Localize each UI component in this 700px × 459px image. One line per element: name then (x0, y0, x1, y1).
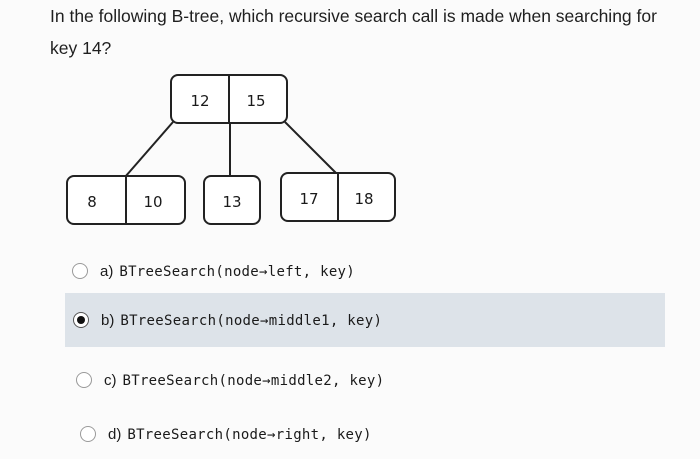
radio-d[interactable] (80, 426, 96, 442)
option-d[interactable]: d) BTreeSearch(node→right, key) (76, 409, 372, 459)
radio-c[interactable] (76, 372, 92, 388)
root-node: 12 15 (170, 74, 288, 124)
right-child-node: 17 18 (280, 172, 396, 222)
middle-key-1: 13 (222, 193, 241, 211)
right-key-1: 17 (299, 190, 318, 208)
option-c-code: BTreeSearch(node→middle2, key) (122, 372, 385, 389)
root-key-1: 12 (190, 92, 209, 110)
question-text: In the following B-tree, which recursive… (50, 6, 657, 58)
radio-a[interactable] (72, 263, 88, 279)
option-a-letter: a) (100, 262, 114, 280)
option-d-code: BTreeSearch(node→right, key) (127, 426, 372, 443)
left-key-2: 10 (143, 193, 162, 211)
root-key-2: 15 (246, 92, 265, 110)
btree-diagram: 12 15 8 10 13 17 18 (66, 74, 396, 225)
option-b-letter: b) (101, 311, 115, 329)
option-c[interactable]: c) BTreeSearch(node→middle2, key) (72, 355, 384, 405)
radio-b[interactable] (73, 312, 89, 328)
option-a-code: BTreeSearch(node→left, key) (119, 263, 356, 280)
radio-selected-dot (76, 315, 85, 324)
option-d-letter: d) (108, 425, 122, 443)
edge-root-right (284, 121, 338, 175)
option-a[interactable]: a) BTreeSearch(node→left, key) (68, 246, 355, 296)
left-child-node: 8 10 (66, 175, 186, 225)
middle-child-node: 13 (203, 175, 261, 225)
edge-root-left (124, 121, 174, 178)
option-b-code: BTreeSearch(node→middle1, key) (120, 312, 383, 329)
option-c-letter: c) (104, 371, 117, 389)
right-key-2: 18 (354, 190, 373, 208)
option-b[interactable]: b) BTreeSearch(node→middle1, key) (65, 293, 665, 347)
left-key-1: 8 (87, 193, 97, 211)
